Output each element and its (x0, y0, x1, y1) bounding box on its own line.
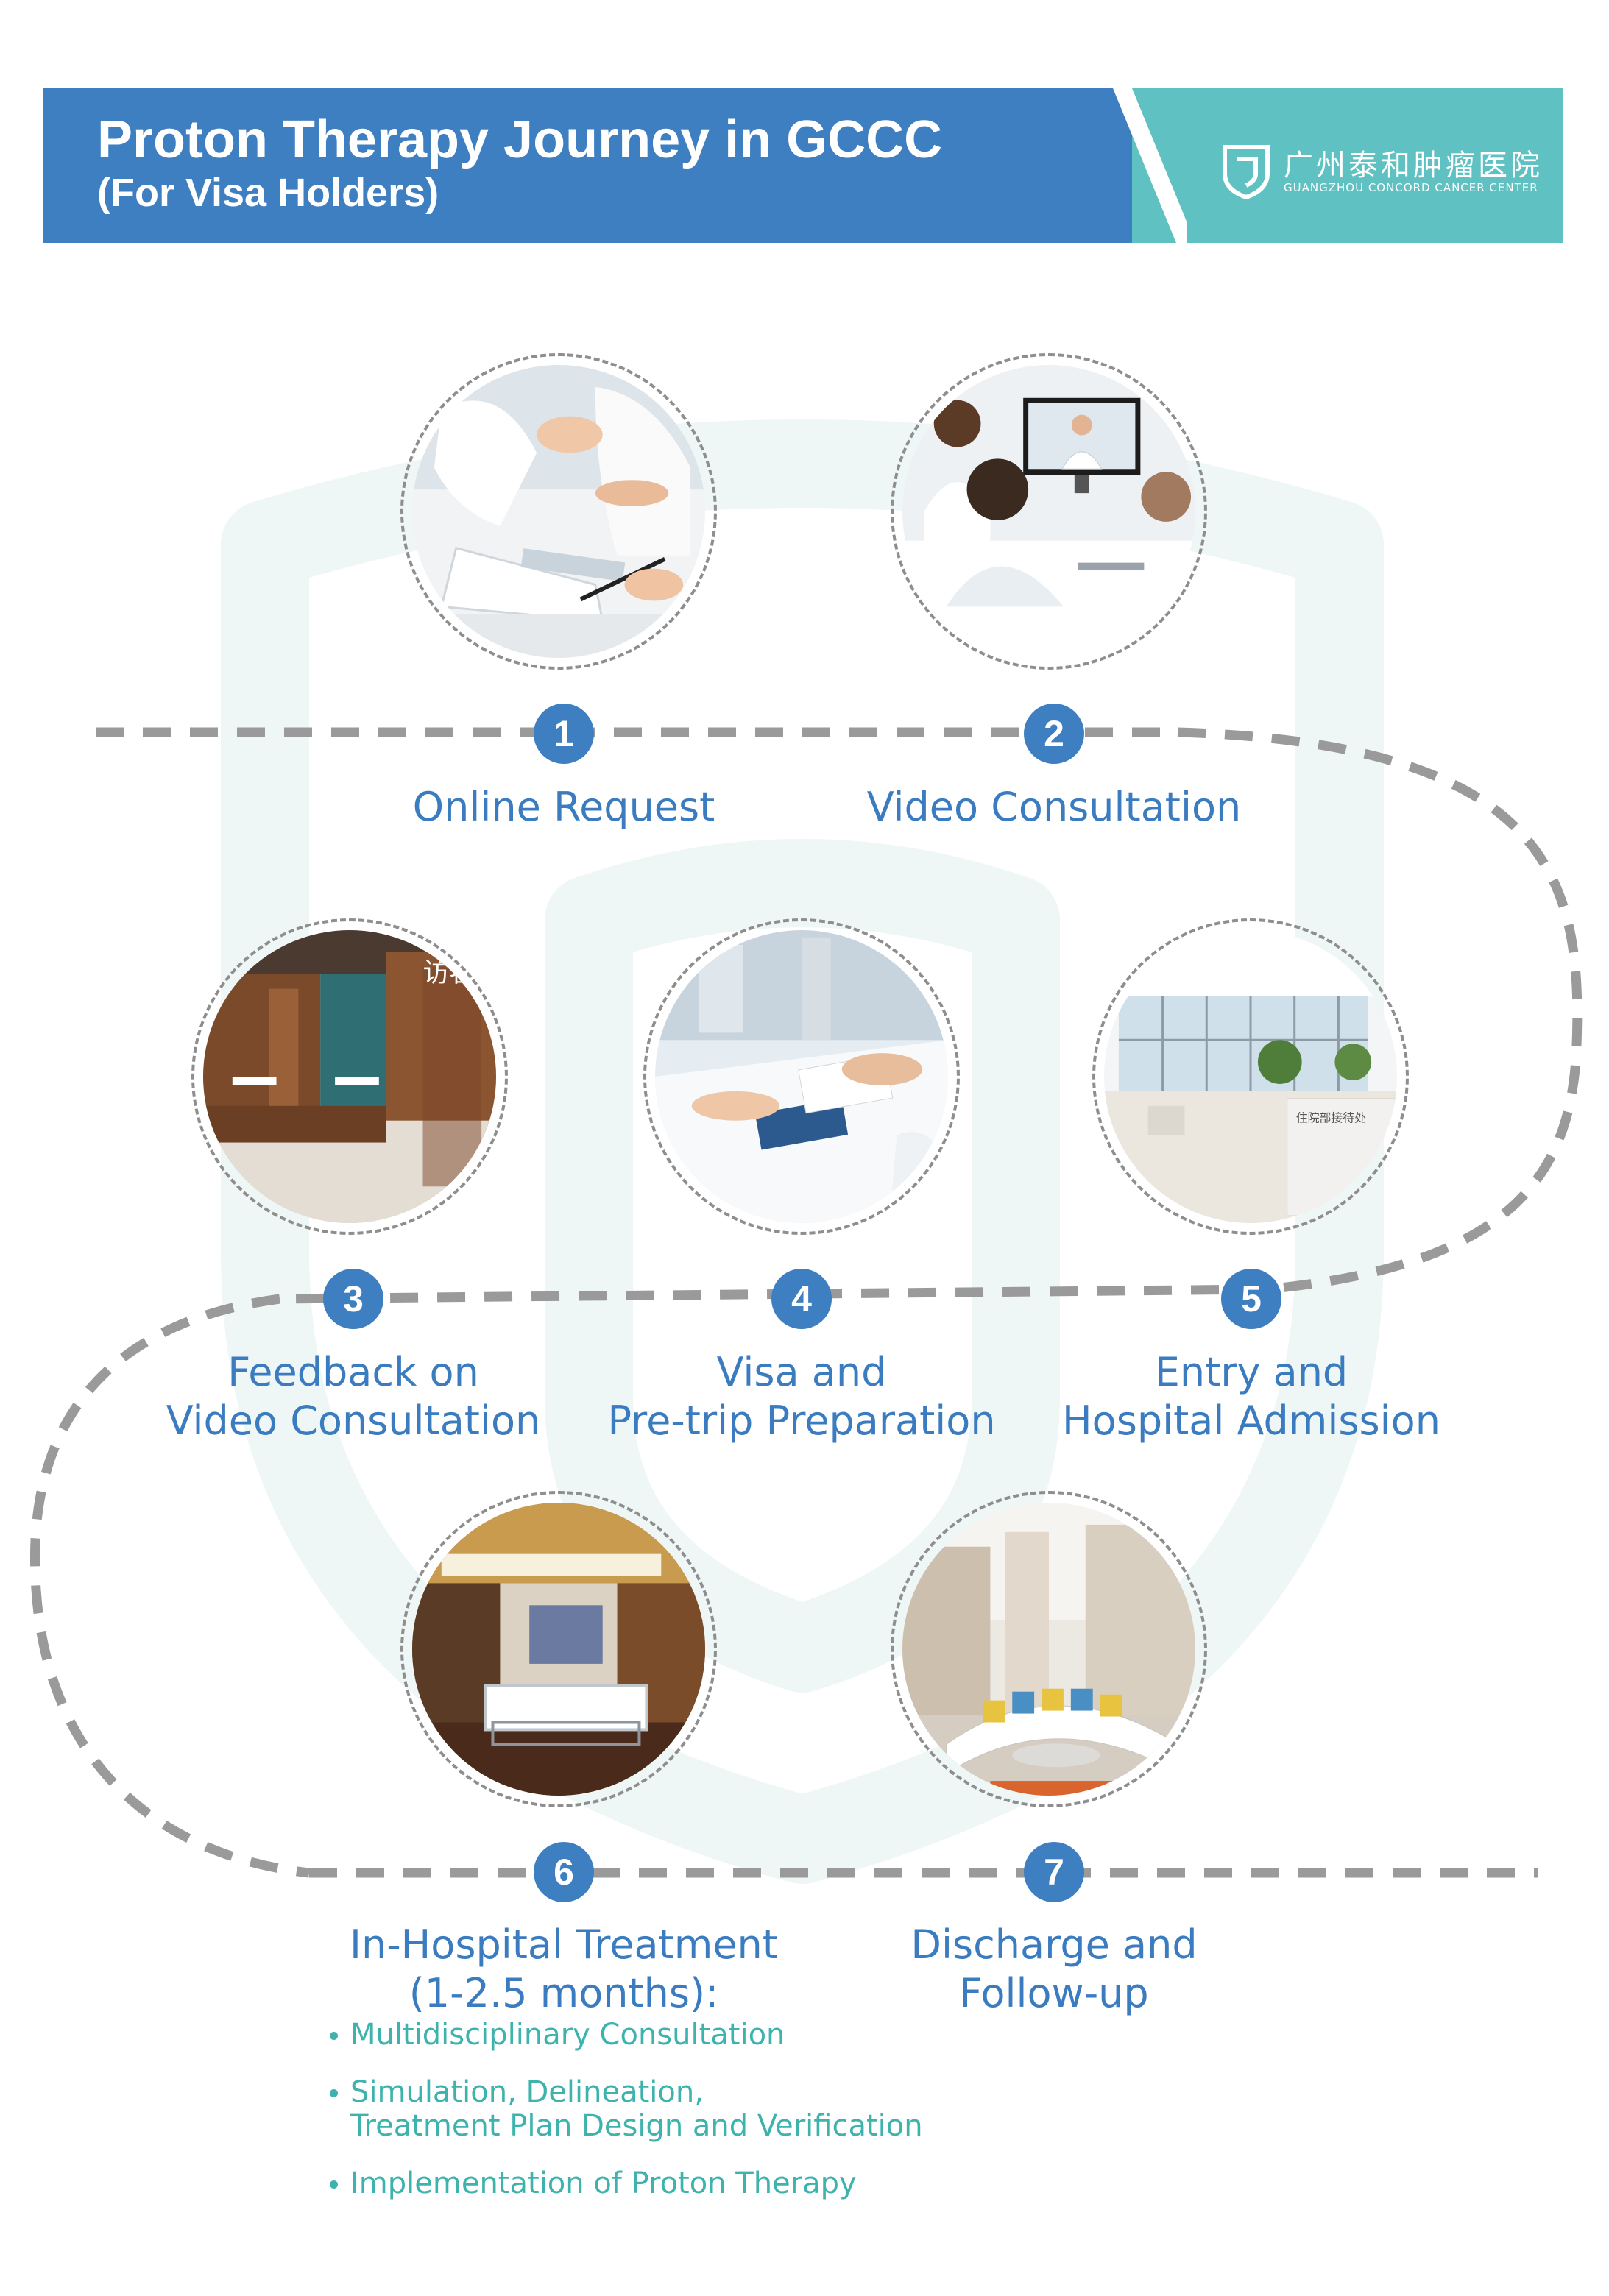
step-7-badge: 7 (1024, 1842, 1084, 1902)
step-4-badge: 4 (771, 1269, 832, 1329)
gccc-logo: 广州泰和肿瘤医院 GUANGZHOU CONCORD CANCER CENTER (1220, 141, 1540, 200)
shield-logo-icon (1223, 145, 1270, 200)
hospital-admission-photo: 住院部接待处 (1104, 930, 1397, 1223)
photo-ring-6 (400, 1491, 717, 1807)
online-request-photo (412, 365, 705, 658)
step-6-badge: 6 (534, 1842, 594, 1902)
access-center-photo: 访客中心 (203, 930, 496, 1223)
list-item: Multidisciplinary Consultation (328, 2018, 991, 2052)
step-5-badge: 5 (1221, 1269, 1281, 1329)
step-3-label: Feedback on Video Consultation (166, 1349, 541, 1444)
photo-ring-7 (891, 1491, 1207, 1807)
step-2-label: Video Consultation (866, 784, 1242, 830)
logo-chinese-name: 广州泰和肿瘤医院 (1284, 149, 1543, 183)
discharge-lounge-photo (902, 1503, 1195, 1796)
step-1-label: Online Request (412, 784, 715, 830)
hospital-ward-photo (412, 1503, 705, 1796)
step-5-label: Entry and Hospital Admission (1062, 1349, 1440, 1444)
video-consultation-photo (902, 365, 1195, 658)
photo-ring-3 (191, 918, 508, 1235)
visa-preparation-photo (655, 930, 948, 1223)
step-6-label: In-Hospital Treatment (1-2.5 months): (350, 1921, 778, 2016)
page-subtitle: (For Visa Holders) (97, 171, 439, 215)
step-2-badge: 2 (1024, 704, 1084, 764)
header-divider (1113, 88, 1187, 243)
list-item: Simulation, Delineation, Treatment Plan … (328, 2075, 991, 2143)
list-item: Implementation of Proton Therapy (328, 2166, 991, 2200)
treatment-details-list: Multidisciplinary Consultation Simulatio… (328, 2018, 991, 2224)
step-7-label: Discharge and Follow-up (910, 1921, 1198, 2016)
photo-ring-5 (1092, 918, 1409, 1235)
step-3-badge: 3 (323, 1269, 383, 1329)
step-1-badge: 1 (534, 704, 594, 764)
logo-english-name: GUANGZHOU CONCORD CANCER CENTER (1284, 181, 1538, 194)
step-4-label: Visa and Pre-trip Preparation (607, 1349, 996, 1444)
page-title: Proton Therapy Journey in GCCC (97, 110, 943, 169)
photo-ring-2 (891, 353, 1207, 670)
photo-ring-1 (400, 353, 717, 670)
inpatient-reception-sign: 住院部接待处 (1296, 1111, 1367, 1125)
header-logo-panel (1132, 88, 1563, 243)
photo-ring-4 (643, 918, 960, 1235)
